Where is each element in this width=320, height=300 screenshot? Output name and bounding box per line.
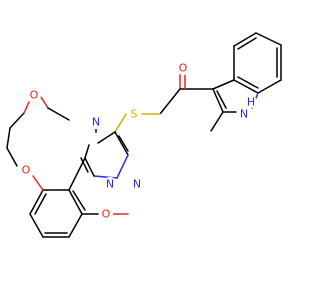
atom-o-ketone-label: O — [179, 62, 188, 75]
indole-pyrrole-ring — [210, 79, 259, 132]
atom-h-indole-label: H — [247, 96, 255, 109]
atom-n-triazole-1-label: N — [92, 116, 100, 129]
atom-o-dioxepine-lower: O — [19, 163, 33, 177]
atom-s-thioether-label: S — [131, 108, 138, 121]
atom-s-thioether: S — [127, 107, 141, 121]
atom-o-methoxy-label: O — [102, 208, 111, 221]
atom-o-dioxepine-lower-label: O — [22, 164, 31, 177]
atom-n-triazole-2-label: N — [133, 178, 141, 191]
ketone-linker — [141, 71, 214, 115]
benzodioxepine-aromatic-ring — [29, 157, 86, 238]
atom-n-triazole-4: N — [103, 177, 117, 191]
molecule-structure: N N N S O N H O O — [6, 32, 282, 238]
dioxepine-ring — [6, 96, 70, 191]
atom-nh-indole: N H — [237, 96, 257, 121]
atom-n-triazole-1: N — [89, 115, 103, 129]
atom-o-ketone: O — [176, 61, 190, 75]
atom-o-methoxy: O — [99, 207, 113, 221]
atom-labels: N N N S O N H O O — [19, 61, 257, 221]
atom-nh-indole-label: N — [240, 108, 248, 121]
atom-n-triazole-4-label: N — [106, 178, 114, 191]
atom-o-dioxepine-upper-label: O — [30, 89, 39, 102]
atom-o-dioxepine-upper: O — [27, 88, 41, 102]
triazole-ring — [80, 113, 129, 179]
atom-n-triazole-2: N — [130, 177, 144, 191]
indole-benzene-ring — [233, 32, 282, 94]
